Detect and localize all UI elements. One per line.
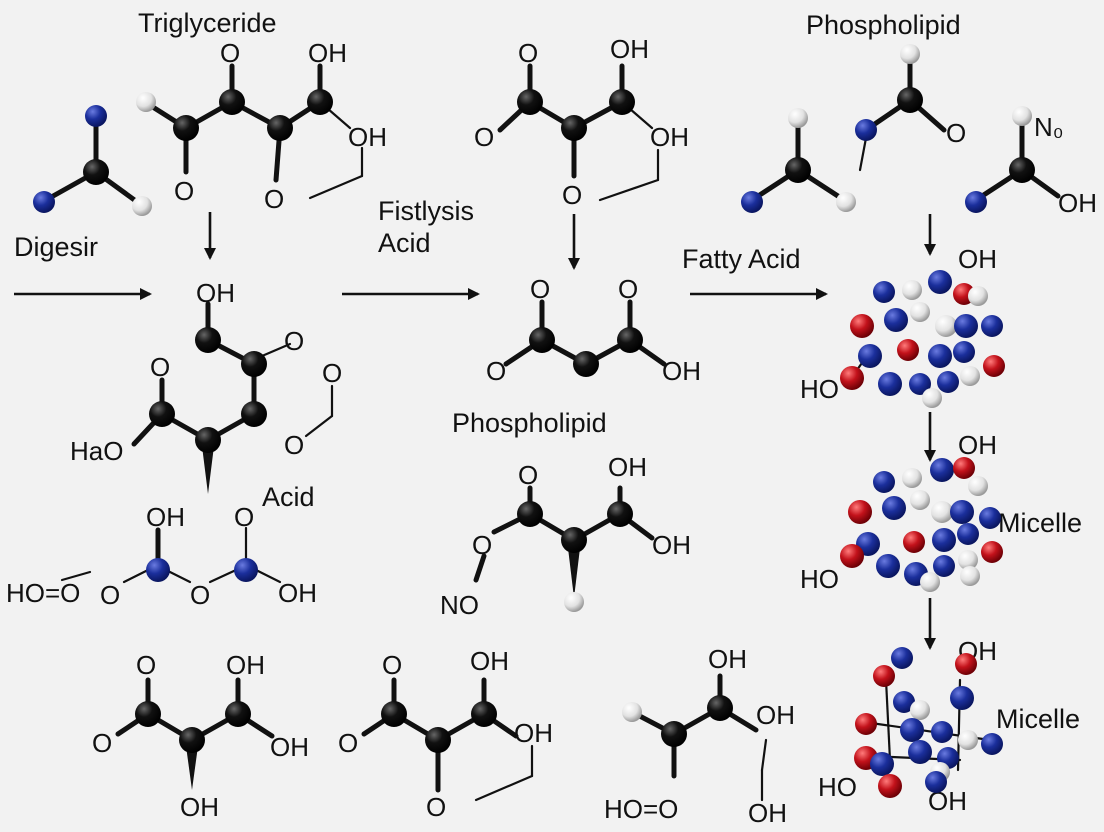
atom-o: O <box>946 118 966 148</box>
atom-o: O <box>284 326 304 356</box>
atom-hoo: HO=O <box>6 578 80 608</box>
atom-o: O <box>426 792 446 822</box>
atom-no: NO <box>440 590 479 620</box>
atom-oh: OH <box>708 644 747 674</box>
label-acid: Acid <box>262 482 315 512</box>
atom-oh: OH <box>470 646 509 676</box>
atom-o: O <box>220 38 240 68</box>
atom-oh: OH <box>652 530 691 560</box>
atom-o: O <box>150 352 170 382</box>
atom-oh: OH <box>1058 188 1097 218</box>
atom-oh: OH <box>348 122 387 152</box>
atom-o: O <box>518 38 538 68</box>
atom-oh: OH <box>958 244 997 274</box>
atom-o: O <box>100 580 120 610</box>
atom-o: O <box>284 430 304 460</box>
atom-o: O <box>382 650 402 680</box>
atom-oh: OH <box>226 650 265 680</box>
label-micelle-1: Micelle <box>998 508 1082 538</box>
atom-o: O <box>136 650 156 680</box>
atom-oh: OH <box>514 718 553 748</box>
atom-oh: OH <box>146 502 185 532</box>
atom-ho: HO <box>818 772 857 802</box>
molecule-bottom-1: O OH O OH OH <box>92 650 309 822</box>
atom-o: O <box>518 460 538 490</box>
atom-oh: OH <box>308 38 347 68</box>
atom-oh: OH <box>270 732 309 762</box>
label-triglyceride: Triglyceride <box>138 8 277 38</box>
atom-o: O <box>174 176 194 206</box>
atom-o: O <box>322 358 342 388</box>
atom-o: O <box>92 728 112 758</box>
atom-oh: OH <box>608 452 647 482</box>
atom-o: O <box>474 122 494 152</box>
molecule-bottom-3: OH OH HO=O OH <box>604 644 795 828</box>
atom-o: O <box>264 184 284 214</box>
molecule-topright-b: O <box>855 44 966 172</box>
molecule-triglyceride: O OH O O OH <box>136 38 387 214</box>
atom-ooh: OH <box>278 578 317 608</box>
molecule-topright-a <box>741 108 856 213</box>
atom-o: O <box>530 274 550 304</box>
atom-ho: HO <box>800 374 839 404</box>
atom-ho: HO=O <box>604 794 678 824</box>
molecule-bottom-2: O OH O OH O <box>338 646 553 822</box>
atom-oh: OH <box>196 278 235 308</box>
label-fistlysis-acid: Acid <box>378 228 431 258</box>
molecule-topright-c: N₀ OH <box>965 106 1097 218</box>
atom-oh: OH <box>958 430 997 460</box>
atom-o: O <box>190 580 210 610</box>
molecule-topleft <box>33 105 152 216</box>
micelle-cluster-3: OH HO OH <box>818 636 1003 816</box>
label-phospholipid-top: Phospholipid <box>806 10 961 40</box>
label-phospholipid-mid: Phospholipid <box>452 408 607 438</box>
label-micelle-2: Micelle <box>996 704 1080 734</box>
micelle-cluster-2: OH HO <box>800 430 1003 594</box>
atom-n0: N₀ <box>1034 112 1064 142</box>
molecule-phospholipid-mid: O OH O OH NO <box>440 452 691 620</box>
micelle-cluster-1: OH HO <box>800 244 1005 408</box>
atom-oh: OH <box>662 356 701 386</box>
molecule-top-center: O OH O OH O <box>474 34 689 210</box>
label-fistlysis: Fistlysis <box>378 196 474 226</box>
molecule-middle-center: O O O OH <box>486 274 701 386</box>
atom-hao: HaO <box>70 436 123 466</box>
label-fatty-acid: Fatty Acid <box>682 244 801 274</box>
atom-oh: OH <box>748 798 787 828</box>
atom-o: O <box>618 274 638 304</box>
molecule-middle-left: OH O O O O HaO <box>70 278 342 494</box>
atom-oh: OH <box>756 700 795 730</box>
atom-o: O <box>562 180 582 210</box>
atom-o: O <box>234 502 254 532</box>
atom-o: O <box>472 530 492 560</box>
atom-oh: OH <box>180 792 219 822</box>
label-digesir: Digesir <box>14 232 98 262</box>
atom-o: O <box>486 356 506 386</box>
atom-o: O <box>338 728 358 758</box>
atom-ho: HO <box>800 564 839 594</box>
atom-oh: OH <box>650 122 689 152</box>
atom-oh: OH <box>610 34 649 64</box>
molecule-acid-chain: HO=O O O OH OH O <box>6 502 317 610</box>
